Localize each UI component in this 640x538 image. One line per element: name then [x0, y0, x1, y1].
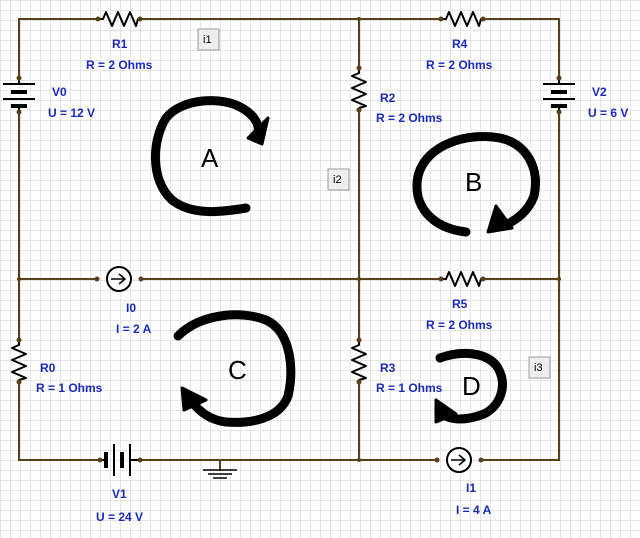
- probe-i2-label: i2: [333, 174, 342, 186]
- voltage-source-v0-symbol[interactable]: [3, 75, 35, 115]
- current-source-i1-symbol[interactable]: [434, 447, 484, 473]
- loop-a-label: A: [201, 143, 219, 173]
- r4-name-label: R4: [452, 37, 468, 51]
- probe-i2[interactable]: i2: [327, 168, 350, 191]
- i1-name-label: I1: [466, 481, 476, 495]
- r5-value-label: R = 2 Ohms: [426, 318, 493, 332]
- r3-name-label: R3: [380, 361, 396, 375]
- r4-value-label: R = 2 Ohms: [426, 58, 493, 72]
- i1-value-label: I = 4 A: [456, 503, 492, 517]
- v0-value-label: U = 12 V: [48, 106, 95, 120]
- v1-name-label: V1: [112, 487, 127, 501]
- r2-name-label: R2: [380, 91, 396, 105]
- r1-name-label: R1: [112, 37, 128, 51]
- probe-i1[interactable]: i1: [197, 28, 220, 51]
- v2-name-label: V2: [592, 85, 607, 99]
- loop-c-label: C: [228, 355, 247, 385]
- junction-nodes: [17, 17, 561, 462]
- resistor-r4-symbol[interactable]: [438, 11, 486, 27]
- resistor-r2-symbol[interactable]: [351, 65, 367, 113]
- resistor-r0-symbol[interactable]: [11, 337, 27, 385]
- i0-name-label: I0: [126, 301, 136, 315]
- probe-i1-label: i1: [203, 34, 212, 46]
- current-source-i0-symbol[interactable]: [94, 266, 144, 292]
- v1-value-label: U = 24 V: [96, 510, 143, 524]
- voltage-source-v1-symbol[interactable]: [97, 444, 143, 476]
- probe-i3-label: i3: [534, 362, 543, 374]
- loop-d-arrow: [434, 348, 507, 424]
- v2-value-label: U = 6 V: [588, 106, 628, 120]
- loop-d-label: D: [462, 371, 481, 401]
- probe-i3[interactable]: i3: [528, 356, 551, 379]
- loop-c-arrow: [173, 310, 296, 427]
- v0-name-label: V0: [52, 85, 67, 99]
- r5-name-label: R5: [452, 297, 468, 311]
- resistor-r1-symbol[interactable]: [95, 11, 143, 27]
- ground-symbol: [203, 469, 237, 479]
- i0-value-label: I = 2 A: [116, 322, 152, 336]
- resistor-r5-symbol[interactable]: [438, 271, 486, 287]
- r2-value-label: R = 2 Ohms: [376, 111, 443, 125]
- r1-value-label: R = 2 Ohms: [86, 58, 153, 72]
- loop-b-label: B: [465, 167, 482, 197]
- wires: [18, 18, 560, 471]
- r3-value-label: R = 1 Ohms: [376, 381, 443, 395]
- resistor-r3-symbol[interactable]: [351, 337, 367, 385]
- loop-b-arrow: [412, 132, 540, 237]
- r0-name-label: R0: [40, 361, 56, 375]
- loop-a-arrow: [151, 96, 270, 217]
- voltage-source-v2-symbol[interactable]: [543, 75, 575, 115]
- r0-value-label: R = 1 Ohms: [36, 381, 103, 395]
